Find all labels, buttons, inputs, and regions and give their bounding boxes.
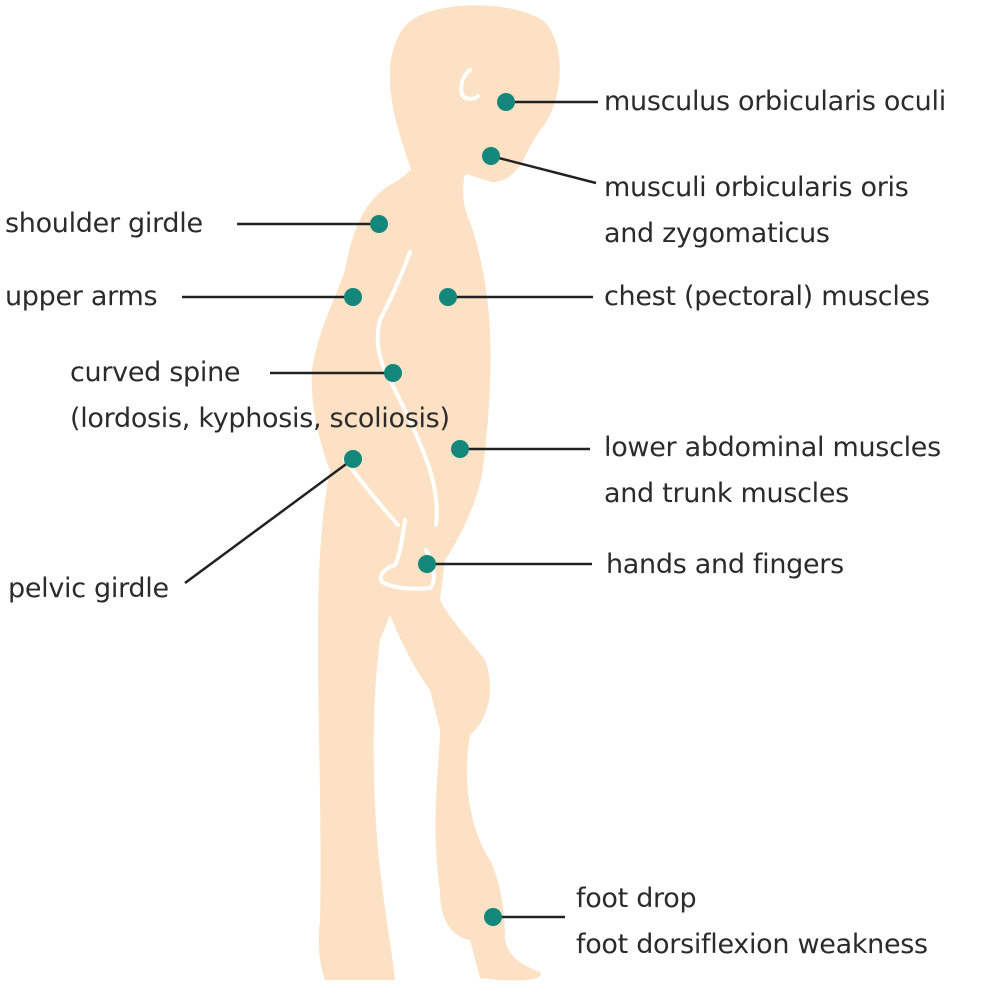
marker-orbicularis-oculi xyxy=(497,93,515,111)
marker-pelvic-girdle xyxy=(344,450,362,468)
label-orbicularis-oris-line1: musculi orbicularis oris xyxy=(604,165,909,211)
label-orbicularis-oris: musculi orbicularis oris and zygomaticus xyxy=(604,165,909,257)
label-curved-spine-line2: (lordosis, kyphosis, scoliosis) xyxy=(70,396,450,442)
marker-foot-drop xyxy=(484,908,502,926)
label-foot-drop-line2: foot dorsiflexion weakness xyxy=(576,922,928,968)
label-hands-fingers: hands and fingers xyxy=(606,542,844,588)
label-pelvic-girdle: pelvic girdle xyxy=(8,566,169,612)
label-pelvic-girdle-text: pelvic girdle xyxy=(8,566,169,612)
label-hands-fingers-text: hands and fingers xyxy=(606,542,844,588)
label-curved-spine-line1: curved spine xyxy=(70,350,450,396)
label-lower-abdominal: lower abdominal muscles and trunk muscle… xyxy=(604,425,941,517)
label-shoulder-girdle: shoulder girdle xyxy=(5,201,203,247)
marker-hands-fingers xyxy=(418,555,436,573)
label-foot-drop: foot drop foot dorsiflexion weakness xyxy=(576,876,928,968)
label-lower-abdominal-line2: and trunk muscles xyxy=(604,471,941,517)
label-orbicularis-oculi-text: musculus orbicularis oculi xyxy=(604,79,946,125)
marker-lower-abdominal xyxy=(451,440,469,458)
label-curved-spine: curved spine (lordosis, kyphosis, scolio… xyxy=(70,350,450,442)
label-chest-text: chest (pectoral) muscles xyxy=(604,274,930,320)
label-orbicularis-oculi: musculus orbicularis oculi xyxy=(604,79,946,125)
marker-orbicularis-oris xyxy=(482,147,500,165)
label-shoulder-girdle-text: shoulder girdle xyxy=(5,201,203,247)
label-lower-abdominal-line1: lower abdominal muscles xyxy=(604,425,941,471)
label-upper-arms-text: upper arms xyxy=(5,274,157,320)
label-upper-arms: upper arms xyxy=(5,274,157,320)
marker-shoulder-girdle xyxy=(370,215,388,233)
label-chest: chest (pectoral) muscles xyxy=(604,274,930,320)
marker-chest xyxy=(439,288,457,306)
label-orbicularis-oris-line2: and zygomaticus xyxy=(604,211,909,257)
marker-upper-arms xyxy=(344,288,362,306)
label-foot-drop-line1: foot drop xyxy=(576,876,928,922)
